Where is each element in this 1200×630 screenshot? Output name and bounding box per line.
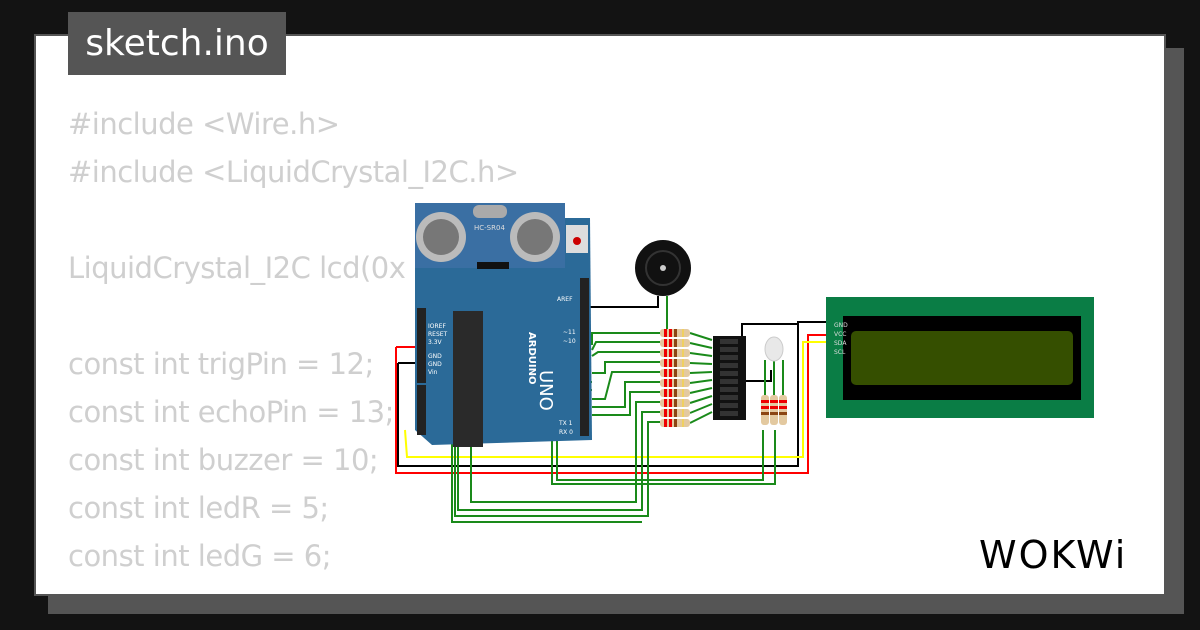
code-preview: #include <Wire.h> #include <LiquidCrystal… (68, 100, 519, 580)
wire-black-bus (397, 321, 827, 467)
board-model: UNO (535, 370, 556, 411)
logo-text: WOKWi (979, 533, 1127, 577)
buzzer (635, 240, 691, 296)
arduino-uno: ARDUINO UNO IOREF RESET 3.3V GND GND Vin… (415, 218, 592, 447)
wire-red-bus (395, 334, 827, 474)
bar-segment (720, 403, 738, 408)
pin-label-d10: ~10 (563, 338, 576, 345)
pin-label: IOREF (428, 323, 446, 330)
pin-label: GND (428, 361, 442, 368)
lcd-pin-label: SDA (834, 340, 847, 347)
code-line: #include <Wire.h> (68, 107, 340, 141)
code-line: #include <LiquidCrystal_I2C.h> (68, 155, 519, 189)
code-line: LiquidCrystal_I2C lcd(0x (68, 251, 406, 285)
bar-segment (720, 363, 738, 368)
pin-label: RESET (428, 331, 448, 338)
bar-segment (720, 347, 738, 352)
lcd-pin-label: SCL (834, 349, 846, 356)
resistor (779, 395, 787, 425)
led-bar-graph (713, 336, 746, 420)
wokwi-logo: WOKWi (979, 533, 1127, 577)
pin-label-d11: ~11 (563, 329, 576, 336)
hc-sr04-sensor: HC-SR04 (415, 203, 565, 269)
resistor (761, 395, 769, 425)
pin-label: AREF (557, 296, 573, 303)
bar-segment (720, 339, 738, 344)
bar-segment (720, 411, 738, 416)
pin-label-tx: TX 1 (558, 420, 573, 427)
code-line (68, 292, 519, 340)
pin-label: GND (428, 353, 442, 360)
microcontroller-chip (453, 311, 483, 447)
bar-segment (720, 371, 738, 376)
code-line (68, 196, 519, 244)
lcd-pin-label: GND (834, 322, 848, 329)
code-line: const int echoPin = 13; (68, 395, 394, 429)
bar-segment (720, 379, 738, 384)
resistor (770, 395, 778, 425)
bar-segment (720, 355, 738, 360)
wire-bar-gnd (741, 323, 797, 336)
sensor-label: HC-SR04 (474, 224, 505, 232)
code-line: const int buzzer = 10; (68, 443, 379, 477)
board-brand: ARDUINO (526, 332, 537, 384)
resistor-array (660, 329, 787, 427)
bar-segment (720, 387, 738, 392)
lcd-1602-i2c: GND VCC SDA SCL (826, 297, 1094, 418)
pin-label-rx: RX 0 (559, 429, 573, 436)
wire-sda (404, 341, 827, 458)
code-line: const int trigPin = 12; (68, 347, 374, 381)
rgb-led (764, 336, 784, 362)
file-tab[interactable]: sketch.ino (68, 12, 286, 75)
code-line: const int ledG = 6; (68, 539, 332, 573)
pin-label: 3.3V (428, 339, 443, 346)
bar-segment (720, 395, 738, 400)
pin-label-vin: Vin (428, 369, 438, 376)
code-line: const int ledR = 5; (68, 491, 329, 525)
wire-led-gnd (746, 370, 772, 382)
lcd-pin-label: VCC (834, 331, 846, 338)
